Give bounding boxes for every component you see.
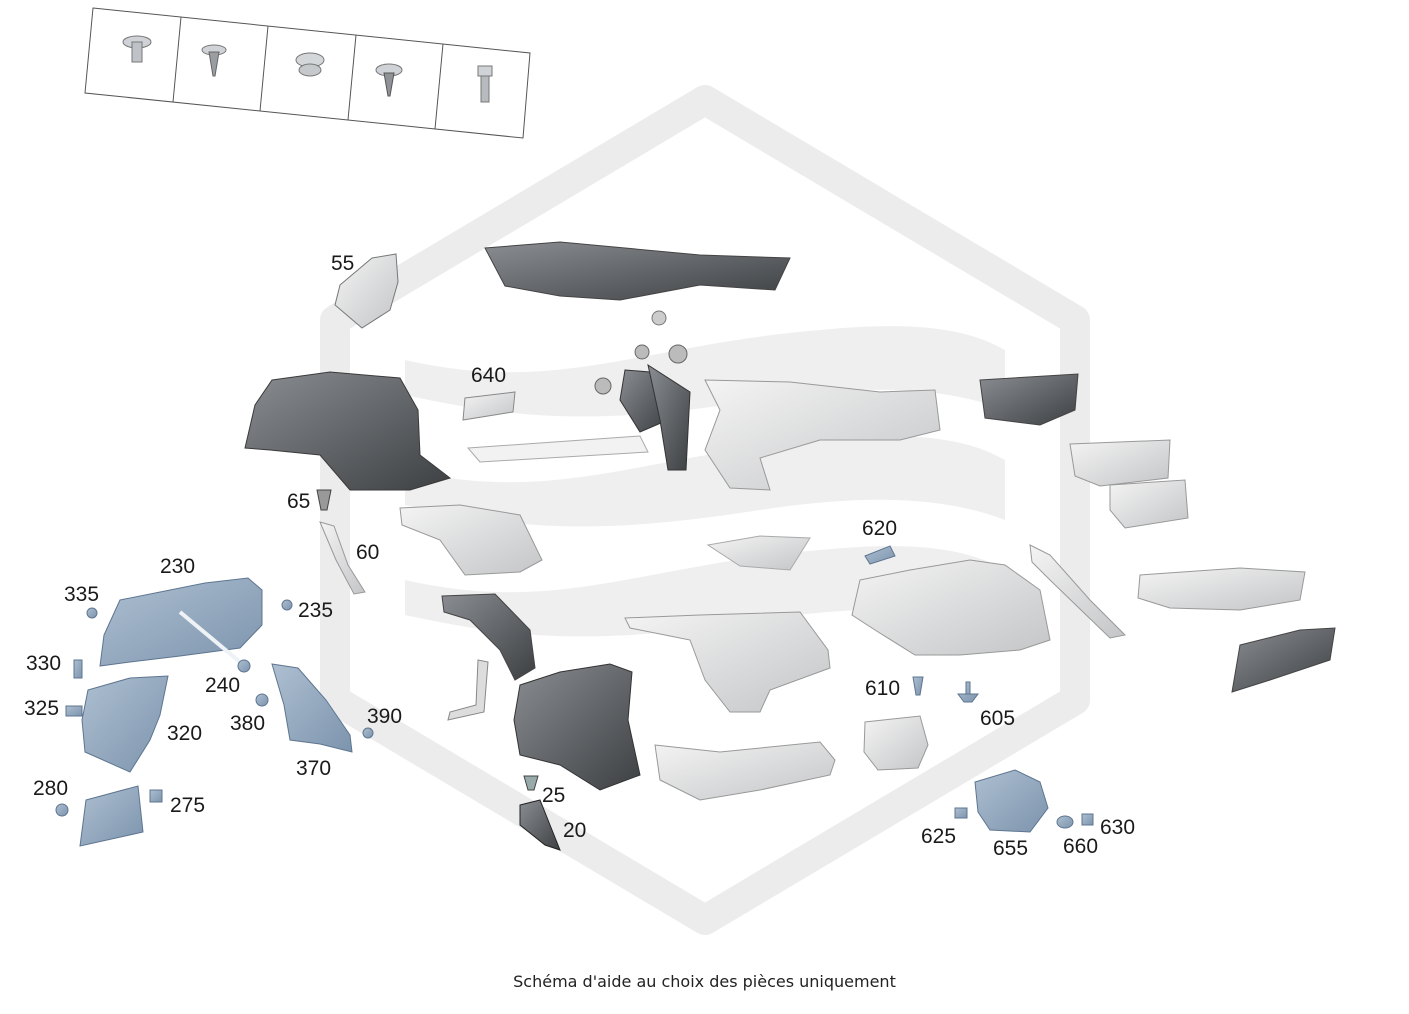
part-660 xyxy=(1056,815,1074,829)
callout-640: 640 xyxy=(471,364,506,387)
callout-235: 235 xyxy=(298,599,333,622)
clip-band xyxy=(0,848,300,878)
callout-240: 240 xyxy=(205,674,240,697)
part-nut-a xyxy=(594,377,612,395)
part-thin-strip xyxy=(466,435,649,463)
part-dark-bracket-b xyxy=(647,363,691,471)
callout-370: 370 xyxy=(296,757,331,780)
part-center-shield xyxy=(624,611,831,713)
part-60 xyxy=(319,521,366,595)
part-655 xyxy=(974,769,1049,833)
part-nut-b xyxy=(668,344,688,364)
callout-610: 610 xyxy=(865,677,900,700)
part-335 xyxy=(86,607,98,619)
part-620 xyxy=(864,545,896,565)
callout-625: 625 xyxy=(921,825,956,848)
part-small-cover xyxy=(863,715,929,771)
callout-605: 605 xyxy=(980,707,1015,730)
tapping-screw-icon xyxy=(201,44,227,77)
callout-620: 620 xyxy=(862,517,897,540)
callout-65: 65 xyxy=(287,490,310,513)
callout-55: 55 xyxy=(331,252,354,275)
watermark-logo xyxy=(320,85,1090,935)
part-20 xyxy=(519,799,561,851)
callout-325: 325 xyxy=(24,697,59,720)
part-25 xyxy=(523,775,539,791)
part-tunnel-shield-front xyxy=(484,241,791,301)
callout-20: 20 xyxy=(563,819,586,842)
part-dark-bracket-a xyxy=(619,369,669,433)
callout-60: 60 xyxy=(356,541,379,564)
part-330 xyxy=(73,659,83,679)
part-55 xyxy=(334,253,399,329)
part-240 xyxy=(237,659,251,673)
part-65 xyxy=(316,489,332,511)
diagram-caption: Schéma d'aide au choix des pièces unique… xyxy=(513,972,896,991)
part-tunnel-shield-mid xyxy=(704,379,941,491)
part-605 xyxy=(957,681,979,703)
callout-330: 330 xyxy=(26,652,61,675)
part-nut-c xyxy=(634,344,650,360)
callout-labels: 55 640 65 60 230 335 235 330 240 325 320… xyxy=(24,252,1135,860)
part-630 xyxy=(1081,813,1094,826)
callout-275: 275 xyxy=(170,794,205,817)
callout-390: 390 xyxy=(367,705,402,728)
parts xyxy=(55,241,1336,851)
callout-320: 320 xyxy=(167,722,202,745)
callout-25: 25 xyxy=(542,784,565,807)
part-muffler-shield xyxy=(851,559,1051,656)
part-rear-shield-b xyxy=(1069,439,1171,487)
clip-nut-icon xyxy=(295,52,325,77)
callout-230: 230 xyxy=(160,555,195,578)
hex-screw-icon xyxy=(375,63,403,97)
part-240-rod xyxy=(178,610,242,664)
callout-335: 335 xyxy=(64,583,99,606)
part-620-area-shield xyxy=(706,535,811,571)
callout-630: 630 xyxy=(1100,816,1135,839)
callout-655: 655 xyxy=(993,837,1028,860)
part-engine-shield xyxy=(244,371,452,491)
part-rear-shield-d xyxy=(1137,567,1306,611)
part-640 xyxy=(462,391,516,421)
part-support-rod xyxy=(447,659,489,721)
part-270 xyxy=(79,785,144,847)
part-280 xyxy=(55,803,69,817)
callout-380: 380 xyxy=(230,712,265,735)
part-curved-shield xyxy=(441,593,536,681)
part-rear-shield-a xyxy=(979,373,1079,426)
part-front-shield-light xyxy=(399,504,543,576)
callout-660: 660 xyxy=(1063,835,1098,858)
part-370 xyxy=(271,663,353,753)
part-rear-strip xyxy=(1029,544,1127,639)
part-380 xyxy=(255,693,269,707)
part-230 xyxy=(99,577,263,667)
part-625 xyxy=(954,807,968,819)
part-235 xyxy=(281,599,293,611)
part-rear-shield-c xyxy=(1109,479,1189,529)
part-325 xyxy=(65,705,83,717)
part-exhaust-shield xyxy=(654,741,836,801)
flange-screw-icon xyxy=(122,35,152,63)
part-rear-shield-e xyxy=(1231,627,1336,693)
part-390 xyxy=(362,727,374,739)
part-320 xyxy=(81,675,169,773)
part-nut-d xyxy=(651,310,667,326)
part-underbody-shield xyxy=(513,663,641,791)
part-275 xyxy=(149,789,163,803)
part-610 xyxy=(912,676,924,696)
callout-280: 280 xyxy=(33,777,68,800)
fastener-legend xyxy=(84,7,531,139)
bolt-icon xyxy=(477,65,493,103)
